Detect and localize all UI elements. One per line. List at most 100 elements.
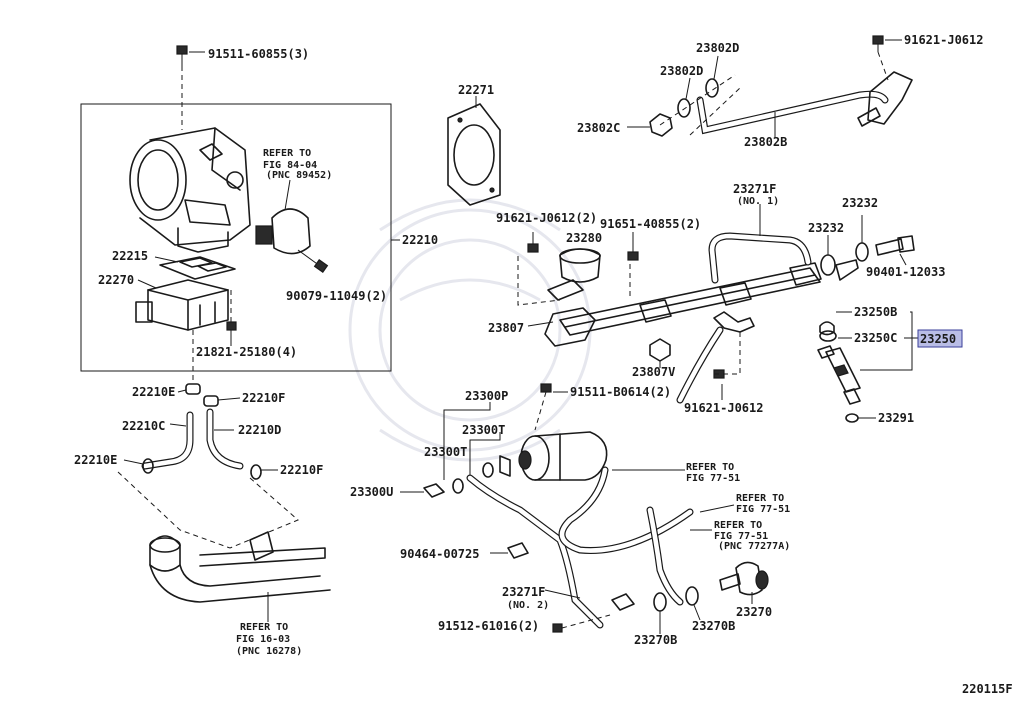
label-23300T-upper: 23300T — [462, 423, 505, 437]
o-ring-23232-b — [855, 242, 869, 262]
gasket-23300T-a — [482, 462, 494, 478]
label-23802C: 23802C — [577, 121, 620, 135]
gasket-23270B-a — [653, 592, 667, 612]
label-ref-84-04-line2: FIG 84-04 — [263, 160, 317, 171]
label-90464-00725: 90464-00725 — [400, 547, 479, 561]
label-22210E: 22210E — [74, 453, 117, 467]
bolt-91621-J0612 — [872, 35, 884, 45]
bolt-91511-B0614 — [540, 383, 552, 393]
label-22210F: 22210F — [280, 463, 323, 477]
label-91511-B0614: 91511-B0614(2) — [570, 385, 671, 399]
hose-clamp-22210F-top — [203, 395, 219, 407]
fuel-return-pipe-group — [627, 35, 913, 138]
label-23232: 23232 — [808, 221, 844, 235]
highlight-box-23250[interactable] — [917, 329, 963, 348]
label-23270B-right: 23270B — [692, 619, 735, 633]
label-ref-77-51c-line3: (PNC 77277A) — [718, 541, 790, 552]
screw-90079-11049 — [297, 249, 329, 273]
label-23802D: 23802D — [660, 64, 703, 78]
label-ref-77-51c-line1: REFER TO — [714, 520, 762, 531]
screw-21821-25180 — [226, 290, 237, 346]
clamp-90464-00725 — [507, 542, 529, 559]
hose-clamp-22210E-top — [185, 383, 201, 395]
label-ref-84-04-line3: (PNC 89452) — [266, 170, 332, 181]
label-ref-16-03-line3: (PNC 16278) — [236, 646, 302, 657]
gasket-23802D-a — [677, 98, 691, 118]
union-bolt-90401-12033 — [875, 235, 915, 256]
label-ref-77-51b-line2: FIG 77-51 — [736, 504, 790, 515]
label-23300P: 23300P — [465, 389, 508, 403]
label-23271F-no2-sub: (NO. 2) — [507, 600, 549, 611]
label-ref-16-03-line1: REFER TO — [240, 622, 288, 633]
label-ref-84-04-line1: REFER TO — [263, 148, 311, 159]
water-inlet-pipe — [149, 531, 331, 603]
bolt-91621-J0612-2 — [527, 243, 539, 253]
union-bolt-23802C — [649, 113, 673, 137]
hose-clamp-22210F — [250, 464, 262, 480]
water-bypass-group — [117, 330, 331, 622]
bolt-91651-40855 — [627, 251, 639, 261]
label-23270B-left: 23270B — [634, 633, 677, 647]
bolt-91512-61016 — [552, 623, 563, 633]
o-ring-23291 — [845, 413, 859, 423]
label-23250B: 23250B — [854, 305, 897, 319]
label-23300T-lower: 23300T — [424, 445, 467, 459]
label-22270: 22270 — [98, 273, 134, 287]
label-22271: 22271 — [458, 83, 494, 97]
label-91512-61016: 91512-61016(2) — [438, 619, 539, 633]
fuel-injector-group — [817, 311, 963, 423]
label-23807V: 23807V — [632, 365, 675, 379]
label-23270: 23270 — [736, 605, 772, 619]
pump-group — [400, 383, 769, 634]
label-23271F-no1-sub: (NO. 1) — [737, 196, 779, 207]
gasket-23802D-b — [705, 78, 719, 98]
label-ref-77-51a-line2: FIG 77-51 — [686, 473, 740, 484]
throttle-body-frame — [80, 103, 392, 372]
idle-air-control-valve — [135, 256, 236, 331]
label-23807: 23807 — [488, 321, 524, 335]
label-23802B: 23802B — [744, 135, 787, 149]
label-91621-J0612-2: 91621-J0612(2) — [496, 211, 597, 225]
label-91651-40855: 91651-40855(2) — [600, 217, 701, 231]
label-22210D: 22210D — [238, 423, 281, 437]
label-22210E-top: 22210E — [132, 385, 175, 399]
fuel-delivery-pipe-group — [517, 204, 915, 404]
vacuum-fitting-23807V — [649, 338, 671, 362]
label-ref-77-51b-line1: REFER TO — [736, 493, 784, 504]
rail-end-23807 — [544, 307, 596, 347]
label-23280: 23280 — [566, 231, 602, 245]
throttle-position-sensor — [255, 179, 311, 255]
watermark-emblem — [348, 198, 592, 462]
union-bolt-23300U — [423, 483, 445, 498]
label-23271F-no2: 23271F — [502, 585, 545, 599]
pressure-regulator-23280 — [547, 248, 601, 301]
label-ref-77-51c-line2: FIG 77-51 — [714, 531, 768, 542]
label-ref-77-51a-line1: REFER TO — [686, 462, 734, 473]
label-23250[interactable]: 23250 — [920, 332, 956, 346]
label-23232-top: 23232 — [842, 196, 878, 210]
label-23250C: 23250C — [854, 331, 897, 345]
label-91511-60855: 91511-60855(3) — [208, 47, 309, 61]
label-90401-12033: 90401-12033 — [866, 265, 945, 279]
throttle-body — [129, 127, 251, 253]
label-23802D-top: 23802D — [696, 41, 739, 55]
label-21821-25180: 21821-25180(4) — [196, 345, 297, 359]
fuel-pump-23300 — [499, 431, 608, 481]
callout-labels: 91511-60855(3) 22271 23802D 23802D 91621… — [74, 33, 1013, 696]
label-22210: 22210 — [402, 233, 438, 247]
label-90079-11049: 90079-11049(2) — [286, 289, 387, 303]
label-91621-J0612-top: 91621-J0612 — [904, 33, 983, 47]
gasket-22271 — [447, 96, 501, 206]
label-22210F-top: 22210F — [242, 391, 285, 405]
throttle-body-group — [80, 45, 400, 372]
o-ring-23232-a — [820, 254, 836, 276]
hose-clamp-22210E — [142, 458, 154, 474]
label-22210C: 22210C — [122, 419, 165, 433]
gasket-23300T-b — [452, 478, 464, 494]
bolt-91511-60855 — [176, 45, 205, 130]
label-23271F-no1: 23271F — [733, 182, 776, 196]
o-ring-23250C — [819, 330, 837, 342]
label-23291: 23291 — [878, 411, 914, 425]
